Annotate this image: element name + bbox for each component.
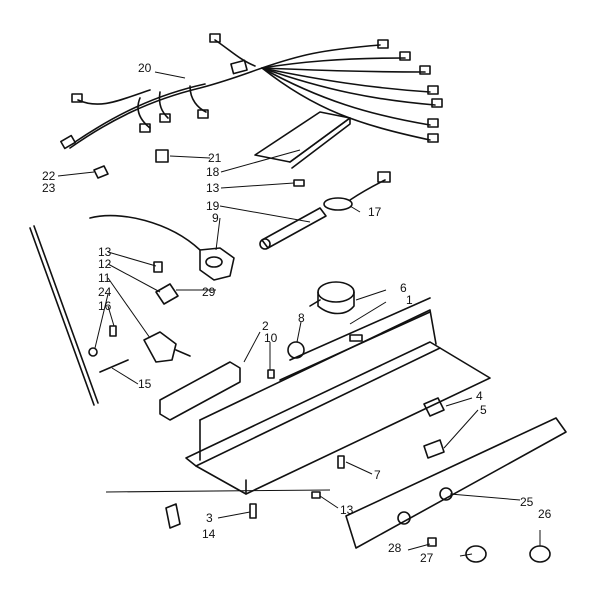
callout-1: 1 bbox=[406, 293, 413, 307]
housing-1 bbox=[185, 297, 491, 495]
rod-23 bbox=[29, 225, 99, 406]
callout-13-left: 13 bbox=[98, 245, 112, 259]
nut-28 bbox=[427, 537, 437, 547]
callout-14: 14 bbox=[202, 527, 216, 541]
callout-29: 29 bbox=[202, 285, 216, 299]
front-panel-25 bbox=[345, 417, 567, 549]
callout-6: 6 bbox=[400, 281, 407, 295]
wire-harness bbox=[60, 33, 443, 150]
callout-17: 17 bbox=[368, 205, 382, 219]
callout-24: 24 bbox=[98, 285, 112, 299]
knob-27 bbox=[465, 545, 487, 563]
bracket-12 bbox=[153, 261, 179, 305]
callout-22: 22 bbox=[42, 169, 56, 183]
callout-7: 7 bbox=[374, 468, 381, 482]
damper-6 bbox=[309, 281, 355, 315]
clip-21 bbox=[155, 149, 169, 163]
callout-27: 27 bbox=[420, 551, 434, 565]
callout-15: 15 bbox=[138, 377, 152, 391]
callout-16: 16 bbox=[98, 299, 112, 313]
callout-26: 26 bbox=[538, 507, 552, 521]
callout-23: 23 bbox=[42, 181, 56, 195]
callout-3: 3 bbox=[206, 511, 213, 525]
screw-7 bbox=[337, 455, 345, 469]
callout-21: 21 bbox=[208, 151, 222, 165]
control-9 bbox=[89, 214, 235, 281]
knob-26 bbox=[529, 545, 551, 563]
callout-8: 8 bbox=[298, 311, 305, 325]
cover-plate bbox=[254, 111, 351, 169]
callout-25: 25 bbox=[520, 495, 534, 509]
heater-19 bbox=[259, 207, 327, 250]
leader-lines bbox=[57, 71, 541, 557]
callout-5: 5 bbox=[480, 403, 487, 417]
callout-20: 20 bbox=[138, 61, 152, 75]
switch-11 bbox=[143, 331, 191, 363]
callout-11: 11 bbox=[98, 271, 111, 285]
sensor-17 bbox=[323, 171, 391, 211]
switch-4 bbox=[423, 397, 445, 417]
parts-24-16-15 bbox=[88, 325, 129, 373]
clip-14 bbox=[165, 503, 181, 529]
callout-2: 2 bbox=[262, 319, 269, 333]
callout-4: 4 bbox=[476, 389, 483, 403]
clip-22 bbox=[93, 165, 109, 179]
callout-9: 9 bbox=[212, 211, 219, 225]
callout-28: 28 bbox=[388, 541, 402, 555]
screw-10 bbox=[267, 369, 275, 379]
switch-5 bbox=[423, 439, 445, 459]
callout-19: 19 bbox=[206, 199, 220, 213]
callout-labels: 1 2 3 4 5 6 7 8 9 10 11 12 13 13 13 14 1… bbox=[42, 61, 552, 565]
callout-10: 10 bbox=[264, 331, 278, 345]
callout-12: 12 bbox=[98, 257, 112, 271]
callout-13-bottom: 13 bbox=[340, 503, 354, 517]
screw-13-top bbox=[293, 179, 305, 187]
callout-18: 18 bbox=[206, 165, 220, 179]
bracket-2 bbox=[159, 361, 241, 421]
callout-13-top: 13 bbox=[206, 181, 220, 195]
screw-3 bbox=[249, 503, 257, 519]
screw-13-bottom bbox=[311, 491, 321, 499]
